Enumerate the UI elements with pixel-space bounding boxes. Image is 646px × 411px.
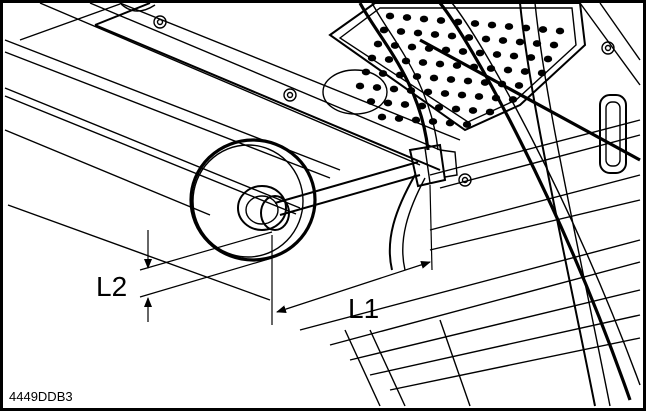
grille-hole xyxy=(355,82,365,90)
grille-hole xyxy=(373,40,383,48)
grille-hole xyxy=(429,74,439,82)
grille-hole xyxy=(458,48,468,55)
grille-hole xyxy=(492,51,502,58)
drawing-code: 4449DDB3 xyxy=(9,389,73,404)
grille-hole xyxy=(514,82,524,89)
cable-clamp xyxy=(408,143,458,188)
grille-hole xyxy=(549,41,559,49)
grille-hole xyxy=(389,85,399,93)
grille-hole xyxy=(440,90,450,97)
grille-hole xyxy=(555,27,565,35)
grille-hole xyxy=(435,60,445,68)
grille-hole xyxy=(385,12,395,20)
grille-hole xyxy=(452,62,462,69)
dimension-l2 xyxy=(139,230,273,322)
housing-edges xyxy=(4,2,641,407)
grille-hole xyxy=(451,105,461,113)
disc-assembly xyxy=(189,138,317,262)
grille-hole xyxy=(457,91,467,99)
grille-hole xyxy=(372,84,382,91)
grille-hole xyxy=(379,26,389,34)
grille-hole xyxy=(538,26,548,33)
dimension-label-l1: L1 xyxy=(348,293,379,324)
grille-hole xyxy=(366,98,376,105)
grille-hole xyxy=(367,54,377,62)
grille-hole xyxy=(526,54,536,61)
dimension-label-l2: L2 xyxy=(96,271,127,302)
grille-hole xyxy=(475,49,485,57)
grille-hole xyxy=(464,34,474,41)
grille-hole xyxy=(434,104,444,111)
grille-hole xyxy=(445,119,455,127)
grille-hole xyxy=(436,17,446,24)
grille-hole xyxy=(423,88,433,96)
grille-hole xyxy=(543,55,553,63)
grille-hole xyxy=(447,32,457,40)
dimension-l1 xyxy=(271,184,433,325)
grille-hole xyxy=(419,15,429,23)
code-backdrop xyxy=(6,386,96,406)
grille-hole xyxy=(361,68,371,76)
grille-hole xyxy=(418,59,428,66)
grille-hole xyxy=(430,31,440,38)
grille-hole xyxy=(504,23,514,30)
grille-hole xyxy=(468,107,478,114)
grille-hole xyxy=(462,121,472,128)
grille-hole xyxy=(481,35,491,43)
grille-hole xyxy=(407,43,417,51)
grille-hole xyxy=(498,37,508,44)
side-slot xyxy=(599,94,627,174)
grille-hole xyxy=(378,70,388,77)
grille-hole xyxy=(470,20,480,27)
grille-hole xyxy=(400,101,410,108)
grille-hole xyxy=(487,21,497,29)
grille-hole xyxy=(515,38,525,46)
grille-hole xyxy=(396,28,406,35)
rod xyxy=(274,161,421,216)
grille-hole xyxy=(402,14,412,21)
grille-hole xyxy=(485,108,495,116)
grille-hole xyxy=(394,115,404,122)
grille-hole xyxy=(384,56,394,63)
grille-hole xyxy=(520,68,530,75)
grille-hole xyxy=(463,77,473,85)
grille-hole xyxy=(474,93,484,100)
round-plug xyxy=(322,69,388,115)
grille-hole xyxy=(377,113,387,121)
grille-hole xyxy=(509,52,519,60)
grille-hole xyxy=(413,29,423,37)
grille-hole xyxy=(503,66,513,74)
mounting-bolts xyxy=(119,2,615,187)
grille-hole xyxy=(446,76,456,83)
grille-hole xyxy=(383,99,393,107)
grille-hole xyxy=(411,116,421,124)
